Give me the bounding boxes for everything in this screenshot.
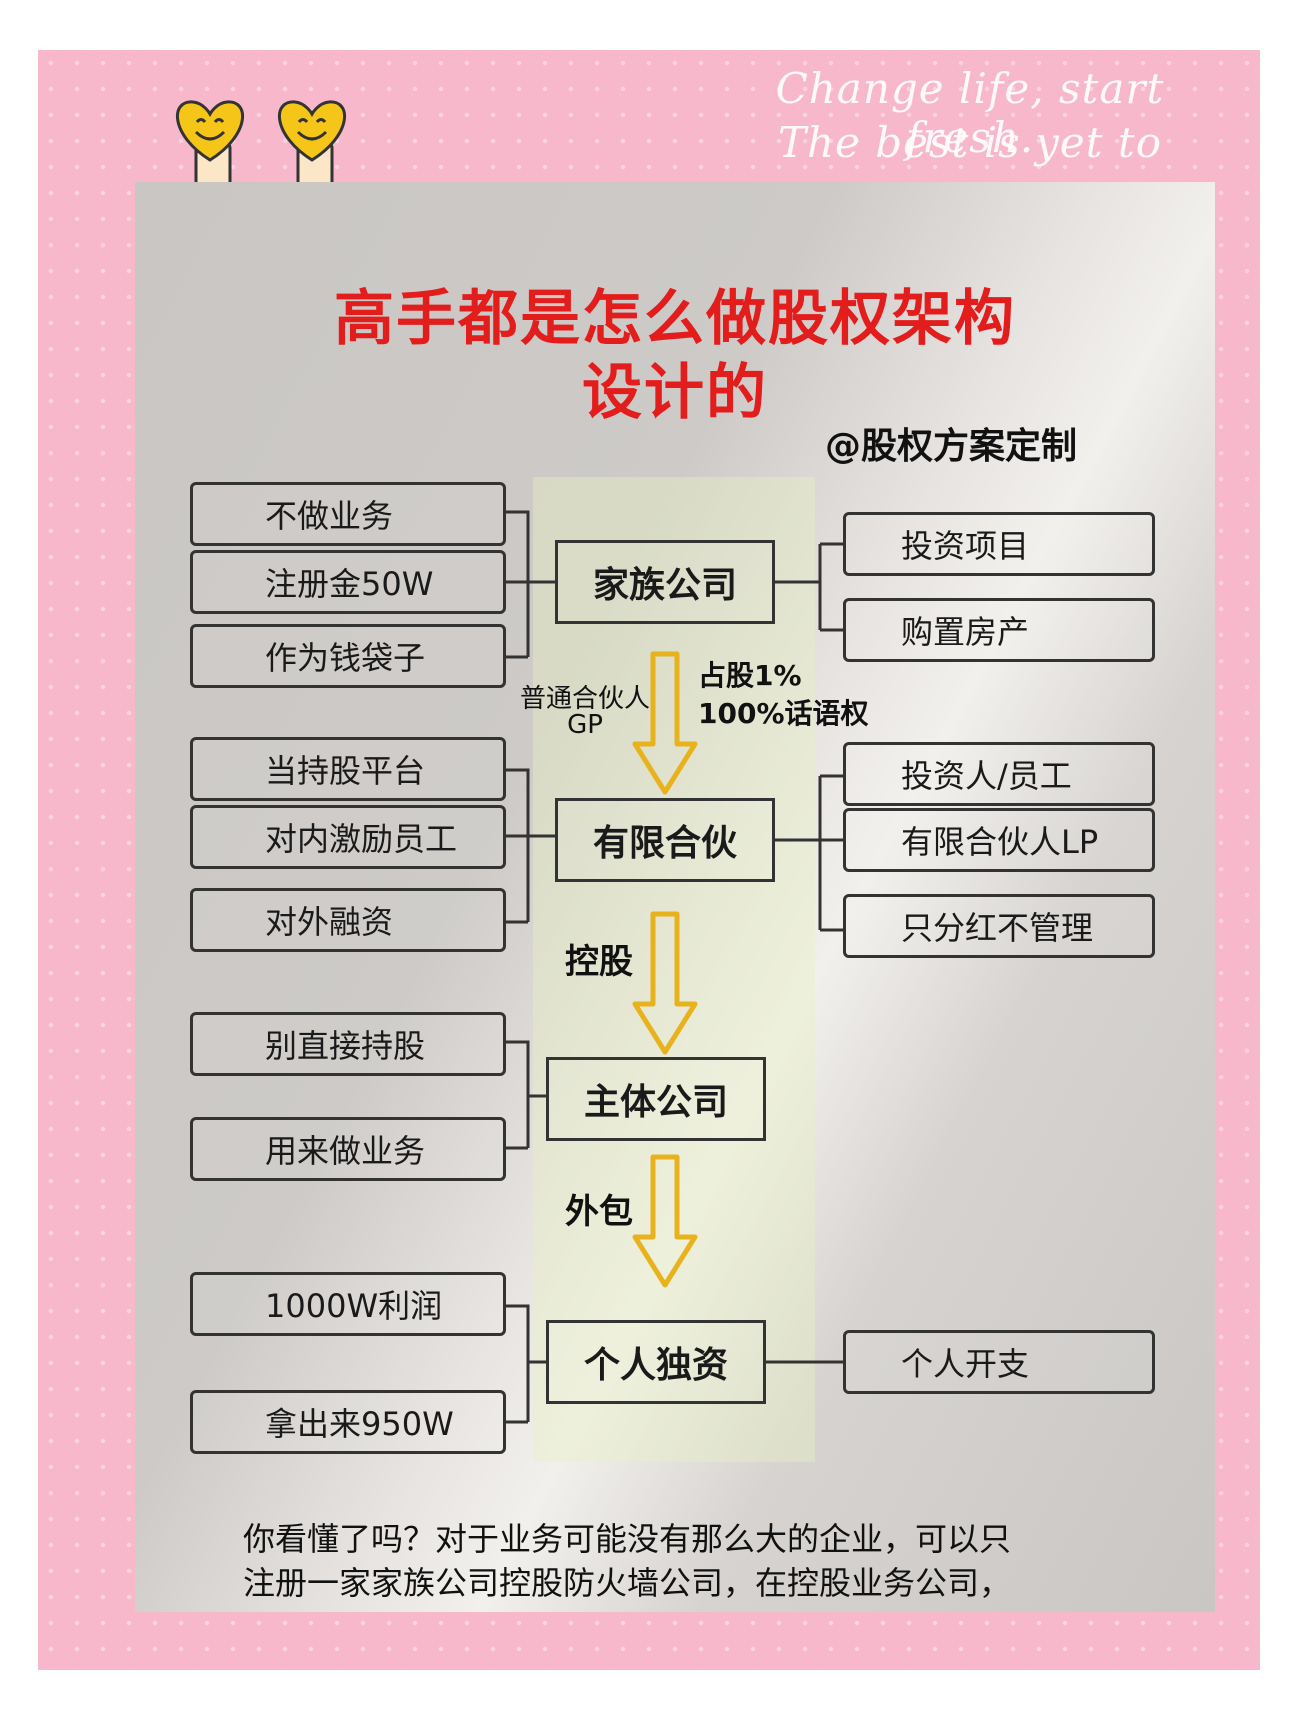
- explanation-line-1: 你看懂了吗？对于业务可能没有那么大的企业，可以只: [243, 1520, 1012, 1558]
- page-title-line-2: 设计的: [582, 358, 768, 428]
- connector-lines: [505, 510, 845, 1424]
- connector-main-left: [505, 1040, 548, 1150]
- page-title-line-1: 高手都是怎么做股权架构: [334, 284, 1016, 354]
- center-highlight-band: [533, 477, 815, 1462]
- family-use-box: 购置房产: [843, 598, 1155, 662]
- outsource-label: 外包: [565, 1192, 633, 1232]
- slogan-line-1: Change life, start fresh.: [775, 64, 1165, 162]
- sole-use-box: 个人开支: [843, 1330, 1155, 1394]
- arrow-down-icon: [632, 911, 698, 1055]
- partnership-note-box: 对内激励员工: [190, 805, 506, 869]
- family-use-box: 投资项目: [843, 512, 1155, 576]
- partnership-member-box: 投资人/员工: [843, 742, 1155, 806]
- heart-mascot-icon: [175, 100, 245, 190]
- share-label-line-2: 100%话语权: [698, 697, 869, 730]
- partnership-member-box: 有限合伙人LP: [843, 808, 1155, 872]
- connector-partnership-left: [505, 768, 557, 924]
- author-handle: @股权方案定制: [825, 426, 1078, 467]
- gp-label-line-2: GP: [567, 710, 603, 740]
- family-note-box: 注册金50W: [190, 550, 506, 614]
- partnership-member-box: 只分红不管理: [843, 894, 1155, 958]
- main-note-box: 别直接持股: [190, 1012, 506, 1076]
- arrow-down-icon: [632, 651, 698, 795]
- connector-family-left: [505, 510, 557, 659]
- diagram-card: 高手都是怎么做股权架构 设计的 @股权方案定制 不做业务 注册金50W: [135, 182, 1215, 1612]
- sole-note-box: 拿出来950W: [190, 1390, 506, 1454]
- share-label-line-1: 占股1%: [698, 659, 802, 692]
- main-company-node: 主体公司: [546, 1057, 766, 1141]
- partnership-note-box: 当持股平台: [190, 737, 506, 801]
- connector-sole-left: [505, 1304, 548, 1424]
- sole-proprietorship-node: 个人独资: [546, 1320, 766, 1404]
- family-note-box: 作为钱袋子: [190, 624, 506, 688]
- gp-label-line-1: 普通合伙人: [520, 684, 651, 714]
- explanation-text: 你看懂了吗？对于业务可能没有那么大的企业，可以只 注册一家家族公司控股防火墙公司…: [243, 1517, 1143, 1605]
- connector-partnership-right: [773, 774, 845, 932]
- sole-note-box: 1000W利润: [190, 1272, 506, 1336]
- arrow-down-icon: [632, 1154, 698, 1288]
- family-note-box: 不做业务: [190, 482, 506, 546]
- connector-family-right: [773, 542, 845, 632]
- family-company-node: 家族公司: [555, 540, 775, 624]
- control-label: 控股: [565, 942, 633, 982]
- heart-mascot-icon: [277, 100, 347, 190]
- limited-partnership-node: 有限合伙: [555, 798, 775, 882]
- main-note-box: 用来做业务: [190, 1117, 506, 1181]
- partnership-note-box: 对外融资: [190, 888, 506, 952]
- explanation-line-2: 注册一家家族公司控股防火墙公司，在控股业务公司，: [243, 1564, 1012, 1602]
